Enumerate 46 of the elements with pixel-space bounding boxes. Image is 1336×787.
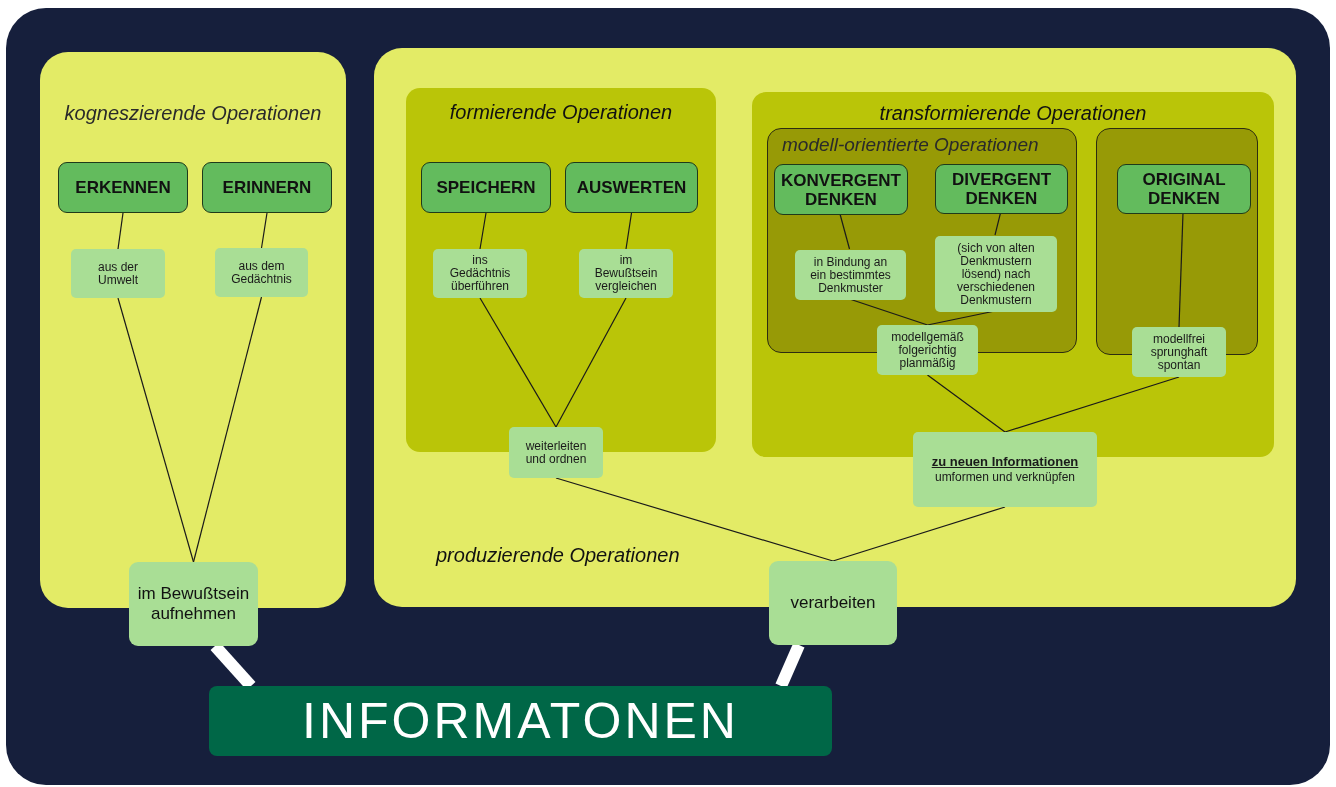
panel-heading: modell-orientierte Operationen [782,133,1039,157]
process-box: im Bewußtsein aufnehmen [129,562,258,646]
note-text: in Bindung an ein bestimmtes Denkmuster [809,255,892,295]
connector-line [117,212,124,250]
connector-line [775,642,805,689]
panel-heading: kogneszierende Operationen [63,101,323,126]
connector-line [555,477,834,562]
panel-heading: transformierende Operationen [878,101,1148,126]
connector-line [1004,376,1180,433]
connector-line [117,297,195,563]
note-text: (sich von alten Denkmustern lösend) nach verschiedenen Denkmustern [955,241,1037,307]
group-panel [40,52,346,608]
group-panel [374,48,1296,607]
note-text: weiterleiten und ordnen [524,439,588,466]
group-panel [752,92,1274,457]
connector-line [625,212,633,250]
connector-line [1178,212,1184,328]
note-text: modellgemäß folgerichtig planmäßig [890,330,965,370]
connector-line [832,506,1006,562]
connector-line [192,296,263,563]
note-text: modellfrei sprunghaft spontan [1149,332,1209,372]
connector-line [479,297,557,428]
term-box: AUSWERTEN [565,162,698,213]
term-box: DIVERGENT DENKEN [935,164,1068,214]
connector-line [479,212,487,250]
term-box: ERINNERN [202,162,332,213]
connector-line [994,212,1002,236]
group-panel [406,88,716,452]
process-box: verarbeiten [769,561,897,645]
connector-line [260,212,268,249]
note-text: aus der Umwelt [97,260,139,287]
connector-line [555,297,627,428]
note-text: aus dem Gedächtnis [230,259,293,286]
note-text: umformen und verknüpfen [934,471,1076,484]
connector-line [839,213,851,250]
panel-heading: formierende Operationen [448,100,674,125]
term-box: SPEICHERN [421,162,551,213]
panel-heading: produzierende Operationen [436,543,680,568]
term-box: ERKENNEN [58,162,188,213]
connector-line [926,374,1006,433]
term-box: ORIGINAL DENKEN [1117,164,1251,214]
note-heading: zu neuen Informationen [931,455,1079,468]
note-text: im Bewußtsein vergleichen [593,254,659,293]
note-text: ins Gedächtnis überführen [448,254,512,293]
title-banner: INFORMATONEN [209,686,832,756]
term-box: KONVERGENT DENKEN [774,164,908,215]
